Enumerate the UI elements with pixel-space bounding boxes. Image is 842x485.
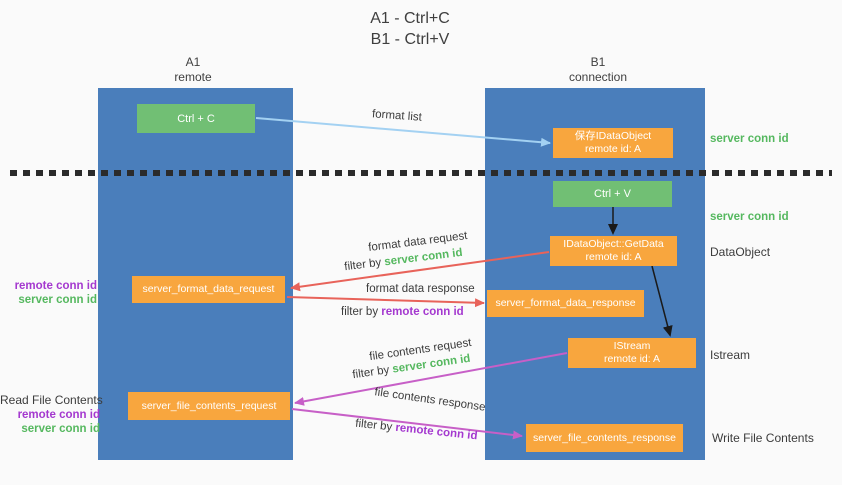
istream-node: IStream remote id: A <box>568 338 696 368</box>
remote-conn-id-label: remote conn id <box>14 280 97 292</box>
server-format-data-response-node: server_format_data_response <box>487 290 644 317</box>
read-file-contents-labels: Read File Contents remote conn id server… <box>0 392 103 436</box>
format-list-arrow-label: format list <box>371 108 423 124</box>
ctrl-v-node: Ctrl + V <box>553 181 672 207</box>
write-file-contents-label: Write File Contents <box>712 431 814 445</box>
title-line-1: A1 - Ctrl+C <box>370 10 450 27</box>
lifeline-a1-id: A1 <box>185 55 201 69</box>
istream-label: IStream <box>613 340 651 352</box>
filter-key-remote-conn-id: remote conn id <box>381 306 464 318</box>
filter-by-text: filter by <box>341 306 379 318</box>
server-conn-id-label-mid: server conn id <box>710 211 789 223</box>
server-conn-id-label: server conn id <box>18 294 97 306</box>
read-file-contents-label: Read File Contents <box>0 393 103 407</box>
server-format-data-request-label: server_format_data_request <box>142 283 275 295</box>
server-file-contents-response-label: server_file_contents_response <box>532 431 676 444</box>
format-data-request-filter-label: filter by server conn id <box>344 247 463 273</box>
session-divider-dotted-line <box>10 170 832 176</box>
server-conn-id-label: server conn id <box>21 423 100 435</box>
server-format-data-request-node: server_format_data_request <box>132 276 285 303</box>
lifeline-a1-header: A1 remote <box>133 55 253 85</box>
format-data-response-filter-label: filter by remote conn id <box>341 306 464 318</box>
server-file-contents-request-node: server_file_contents_request <box>128 392 290 420</box>
server-file-contents-response-node: server_file_contents_response <box>526 424 683 452</box>
filter-key-remote-conn-id: remote conn id <box>394 421 479 443</box>
istream-remote-id: remote id: A <box>603 353 661 365</box>
dataobject-label: DataObject <box>710 245 771 259</box>
format-request-conn-id-labels: remote conn id server conn id <box>0 279 97 307</box>
ctrl-c-label: Ctrl + C <box>177 112 215 125</box>
server-conn-id-label-top: server conn id <box>710 133 789 145</box>
filter-by-text: filter by <box>354 417 393 434</box>
diagram-title: A1 - Ctrl+C B1 - Ctrl+V <box>330 8 490 50</box>
lifeline-b1-id: B1 <box>590 55 606 69</box>
lifeline-b1-role: connection <box>568 70 628 84</box>
ctrl-c-node: Ctrl + C <box>137 104 255 133</box>
save-idataobject-node: 保存IDataObject remote id: A <box>553 128 673 158</box>
file-contents-response-filter-label: filter by remote conn id <box>355 418 478 443</box>
save-idataobject-remote-id: remote id: A <box>584 143 642 155</box>
filter-by-text: filter by <box>343 256 382 274</box>
idataobject-getdata-label: IDataObject::GetData <box>563 238 664 250</box>
idataobject-getdata-remote-id: remote id: A <box>585 251 642 263</box>
format-data-response-arrow-label: format data response <box>366 283 475 295</box>
idataobject-getdata-node: IDataObject::GetData remote id: A <box>550 236 677 266</box>
format-data-response-arrow <box>286 296 485 308</box>
server-file-contents-request-label: server_file_contents_request <box>141 399 277 412</box>
lifeline-a1-role: remote <box>174 70 212 84</box>
istream-side-label: Istream <box>710 348 751 362</box>
lifeline-b1-header: B1 connection <box>538 55 658 85</box>
filter-by-text: filter by <box>351 364 391 382</box>
server-format-data-response-label: server_format_data_response <box>495 297 636 309</box>
title-line-2: B1 - Ctrl+V <box>370 31 450 48</box>
ctrl-v-label: Ctrl + V <box>594 188 631 200</box>
save-idataobject-label: 保存IDataObject <box>574 130 652 142</box>
remote-conn-id-label: remote conn id <box>17 409 100 421</box>
file-contents-response-arrow-label: file contents response <box>373 386 487 414</box>
